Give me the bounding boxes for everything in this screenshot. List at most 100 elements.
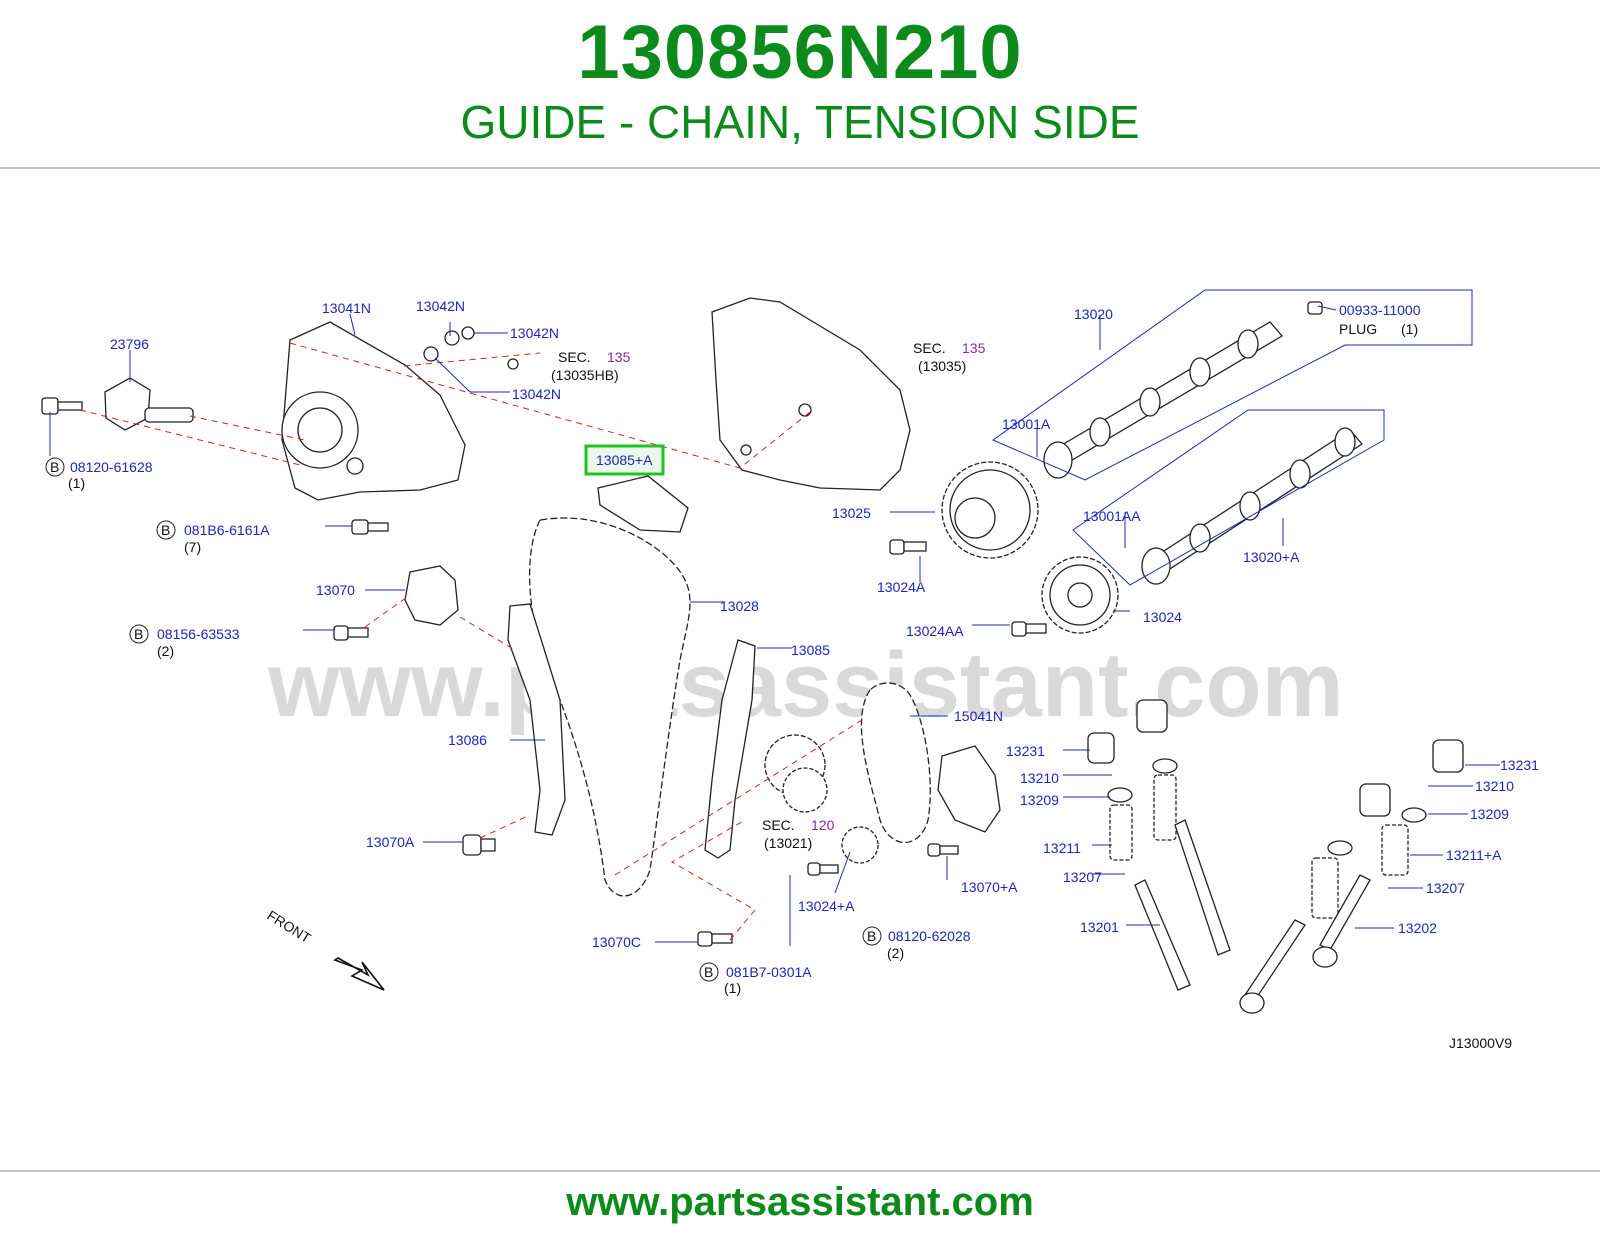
footer-website-link[interactable]: www.partsassistant.com (566, 1180, 1034, 1224)
bolt-08120-62028-part (927, 843, 959, 857)
part-label-13042N[interactable]: 13042N (510, 325, 559, 341)
header-divider (0, 167, 1600, 169)
qty-label: (1) (724, 980, 741, 996)
part-label-081B7-0301A[interactable]: 081B7-0301A (726, 964, 812, 980)
part-label-13024AA[interactable]: 13024AA (906, 623, 964, 639)
part-label-13231[interactable]: 13231 (1500, 757, 1539, 773)
plug-qty: (1) (1401, 321, 1418, 337)
section-ref-label: SEC. (913, 340, 946, 356)
part-label-13028[interactable]: 13028 (720, 598, 759, 614)
bolt-13070C-part (697, 931, 733, 947)
rear-cover-hole (798, 403, 812, 417)
part-label-15041N[interactable]: 15041N (954, 708, 1003, 724)
part-label-13042N[interactable]: 13042N (416, 298, 465, 314)
chain-guide-13086 (507, 603, 566, 836)
part-label-08120-61628[interactable]: 08120-61628 (70, 459, 153, 475)
svg-text:B: B (704, 964, 713, 980)
sprocket-13024-part (1041, 556, 1119, 634)
bolt-marker-icon: B (862, 926, 882, 946)
part-label-13041N[interactable]: 13041N (322, 300, 371, 316)
assembly-line (79, 409, 301, 466)
bolt-marker-icon: B (129, 624, 149, 644)
part-label-08156-63533[interactable]: 08156-63533 (157, 626, 240, 642)
section-ref-label: SEC. (558, 349, 591, 365)
o-ring-part (507, 358, 519, 370)
camshaft-group-bracket (1072, 409, 1385, 586)
bolt-marker-icon: B (156, 520, 176, 540)
assembly-line (403, 352, 541, 367)
part-label-13209[interactable]: 13209 (1020, 792, 1059, 808)
part-label-13231[interactable]: 13231 (1006, 743, 1045, 759)
part-label-13207[interactable]: 13207 (1063, 869, 1102, 885)
qty-label: (7) (184, 539, 201, 555)
camshaft-group-bracket (991, 289, 1473, 481)
part-label-13211[interactable]: 13211 (1043, 840, 1081, 856)
part-label-23796[interactable]: 23796 (110, 336, 149, 352)
valve-assembly-left (1087, 699, 1231, 991)
bolt-13070A-part (462, 834, 496, 856)
part-label-00933-11000[interactable]: 00933-11000 (1339, 302, 1421, 318)
bolt-marker-icon: B (699, 962, 719, 982)
diagram-canvas: www.partsassistant.com (0, 270, 1600, 1070)
bolt-13024AA-part (1011, 621, 1047, 637)
part-label-13210[interactable]: 13210 (1475, 778, 1514, 794)
part-label-13042N[interactable]: 13042N (512, 386, 561, 402)
highlighted-part-label[interactable]: 13085+A (596, 452, 653, 468)
part-label-13070A[interactable]: 13070A (366, 834, 415, 850)
bolt-08156-part (333, 625, 369, 641)
part-label-13070+A[interactable]: 13070+A (961, 879, 1018, 895)
part-label-13070[interactable]: 13070 (316, 582, 355, 598)
part-label-13020A[interactable]: 13020+A (1243, 549, 1300, 565)
section-ref-sub: (13035HB) (551, 367, 619, 383)
valve-assembly-right (1239, 739, 1464, 1014)
svg-text:B: B (161, 522, 170, 538)
footer-divider (0, 1170, 1600, 1172)
part-label-13085[interactable]: 13085 (791, 642, 830, 658)
crank-sprocket-part (782, 767, 828, 813)
camshaft-13020A-part (1141, 427, 1363, 585)
part-label-13025[interactable]: 13025 (832, 505, 871, 521)
section-ref-number[interactable]: 135 (962, 340, 986, 356)
rear-cover-hole (740, 444, 752, 456)
section-ref-sub: (13035) (918, 358, 966, 374)
part-label-13024A[interactable]: 13024A (877, 579, 926, 595)
section-ref-number[interactable]: 135 (607, 349, 631, 365)
o-ring-part (444, 330, 460, 346)
tensioner-13070A-part (937, 745, 1001, 833)
part-label-13024+A[interactable]: 13024+A (798, 898, 855, 914)
parts-diagram: www.partsassistant.com (0, 170, 1600, 1140)
assembly-line (364, 594, 411, 628)
part-name-subtitle: GUIDE - CHAIN, TENSION SIDE (460, 96, 1140, 148)
part-label-13211+A[interactable]: 13211+A (1446, 847, 1502, 863)
timing-chain-15041N (860, 682, 931, 844)
svg-text:B: B (867, 928, 876, 944)
o-ring-part (461, 326, 475, 340)
part-label-13209[interactable]: 13209 (1470, 806, 1509, 822)
part-label-13202[interactable]: 13202 (1398, 920, 1437, 936)
highlight-box (584, 444, 665, 476)
leader-lines (49, 305, 1500, 946)
part-label-13086[interactable]: 13086 (448, 732, 487, 748)
part-label-13210[interactable]: 13210 (1020, 770, 1059, 786)
oil-pump-sprocket-part (841, 826, 879, 864)
section-ref-number[interactable]: 120 (811, 817, 835, 833)
part-label-13001A[interactable]: 13001A (1002, 416, 1051, 432)
assembly-line (189, 415, 306, 441)
bolt-081B6-part (351, 519, 389, 535)
part-label-08120-62028[interactable]: 08120-62028 (888, 928, 971, 944)
camshaft-13020-part (1043, 321, 1283, 479)
page-header: 130856N210 GUIDE - CHAIN, TENSION SIDE (0, 0, 1600, 168)
bolt-marker-icon: B (45, 457, 65, 477)
part-label-13001AA[interactable]: 13001AA (1083, 508, 1141, 524)
part-label-13201[interactable]: 13201 (1080, 919, 1119, 935)
front-cover-part (281, 321, 466, 501)
part-label-13024[interactable]: 13024 (1143, 609, 1182, 625)
assembly-line (614, 717, 866, 876)
part-label-13020[interactable]: 13020 (1074, 306, 1113, 322)
qty-label: (2) (157, 643, 174, 659)
part-label-13207[interactable]: 13207 (1426, 880, 1465, 896)
plug-label: PLUG (1339, 321, 1377, 337)
part-label-13070C[interactable]: 13070C (592, 934, 641, 950)
qty-label: (1) (68, 475, 85, 491)
part-label-081B6-6161A[interactable]: 081B6-6161A (184, 522, 270, 538)
